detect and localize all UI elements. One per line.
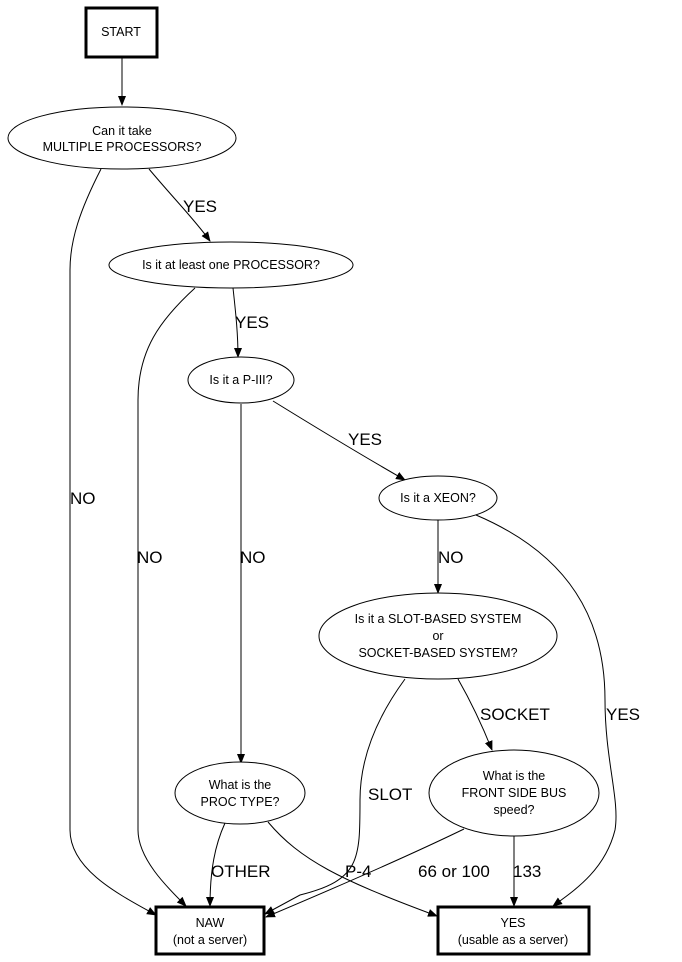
- node-xeon-line-1: Is it a XEON?: [400, 491, 476, 505]
- node-slot-socket-line-2: or: [432, 629, 443, 643]
- node-multi-line-2: MULTIPLE PROCESSORS?: [43, 140, 202, 154]
- edge-multi-yes: [148, 168, 211, 242]
- node-p3-line-1: Is it a P-III?: [209, 373, 272, 387]
- node-proc-type: What is the PROC TYPE?: [174, 761, 306, 825]
- label-one-no: NO: [137, 548, 163, 567]
- edge-one-no: [137, 287, 196, 907]
- label-one-yes: YES: [235, 313, 269, 332]
- node-one-processor: Is it at least one PROCESSOR?: [108, 241, 354, 289]
- label-fsb-low: 66 or 100: [418, 862, 490, 881]
- edge-labels: YES NO YES NO NO YES NO YES SOCKET SLOT …: [70, 197, 640, 881]
- label-xeon-no: NO: [438, 548, 464, 567]
- label-socket: SOCKET: [480, 705, 550, 724]
- edge-other: [206, 822, 226, 907]
- label-fsb-133: 133: [513, 862, 541, 881]
- label-p4: P-4: [345, 862, 371, 881]
- edge-socket: [457, 678, 493, 751]
- node-xeon: Is it a XEON?: [378, 475, 498, 521]
- node-start-text: START: [101, 25, 141, 39]
- label-slot: SLOT: [368, 785, 412, 804]
- node-p3: Is it a P-III?: [187, 356, 295, 404]
- edge-p4: [267, 821, 438, 917]
- label-multi-yes: YES: [183, 197, 217, 216]
- edge-multi-no: [69, 168, 157, 916]
- node-yes: YES (usable as a server): [436, 905, 591, 956]
- node-fsb-line-2: FRONT SIDE BUS: [462, 786, 567, 800]
- node-multi-line-1: Can it take: [92, 124, 152, 138]
- node-proc-type-line-1: What is the: [209, 778, 272, 792]
- node-slot-socket: Is it a SLOT-BASED SYSTEM or SOCKET-BASE…: [318, 592, 558, 680]
- node-naw-line-1: NAW: [196, 916, 225, 930]
- edges: [69, 57, 617, 918]
- label-p3-yes: YES: [348, 430, 382, 449]
- node-naw-line-2: (not a server): [173, 933, 247, 947]
- edge-xeon-yes: [475, 514, 617, 907]
- node-slot-socket-line-3: SOCKET-BASED SYSTEM?: [358, 646, 517, 660]
- label-multi-no: NO: [70, 489, 96, 508]
- node-start: START: [84, 6, 159, 59]
- label-other: OTHER: [211, 862, 271, 881]
- node-fsb-line-3: speed?: [493, 803, 534, 817]
- node-slot-socket-line-1: Is it a SLOT-BASED SYSTEM: [355, 612, 522, 626]
- node-naw: NAW (not a server): [154, 905, 266, 956]
- node-multiple-processors: Can it take MULTIPLE PROCESSORS?: [7, 106, 237, 170]
- label-p3-no: NO: [240, 548, 266, 567]
- node-one-proc-line-1: Is it at least one PROCESSOR?: [142, 258, 320, 272]
- edge-p3-yes: [272, 400, 406, 481]
- node-yes-line-2: (usable as a server): [458, 933, 568, 947]
- label-xeon-yes: YES: [606, 705, 640, 724]
- edge-one-yes: [232, 287, 242, 358]
- node-fsb-line-1: What is the: [483, 769, 546, 783]
- node-proc-type-line-2: PROC TYPE?: [201, 795, 280, 809]
- edge-slot: [264, 678, 406, 915]
- edge-fsb-low: [265, 828, 465, 918]
- node-yes-line-1: YES: [500, 916, 525, 930]
- node-fsb: What is the FRONT SIDE BUS speed?: [428, 749, 600, 837]
